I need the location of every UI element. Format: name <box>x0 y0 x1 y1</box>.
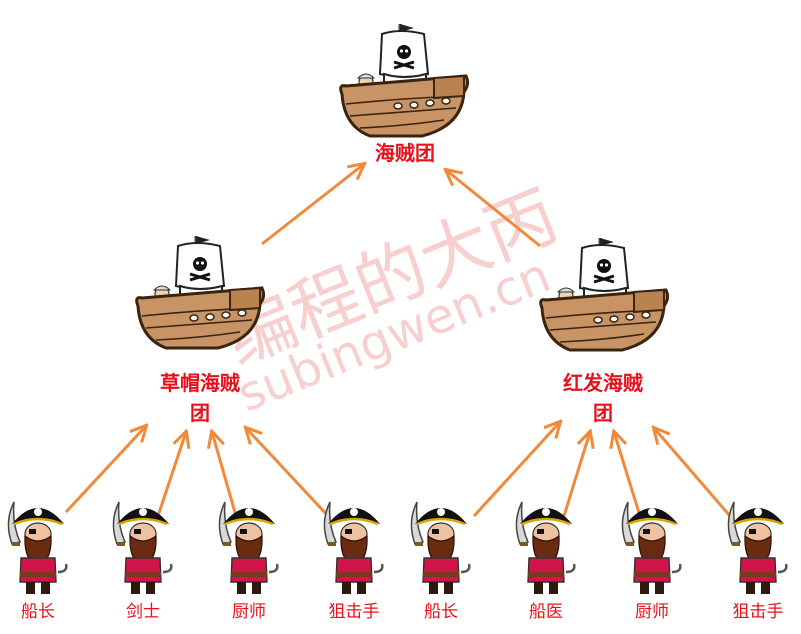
group1-label-line1: 草帽海贼 <box>160 371 240 395</box>
arrow-member6-to-group2 <box>562 432 590 517</box>
member-label-2: 剑士 <box>126 602 160 622</box>
watermark: 编程的大丙 subingwen.cn <box>213 174 568 423</box>
arrow-member3-to-group1 <box>212 432 238 517</box>
member-label-6: 船医 <box>529 602 563 622</box>
member-label-8: 狙击手 <box>732 602 784 622</box>
arrow-member5-to-group2 <box>472 422 560 518</box>
arrows-to-root <box>261 164 541 248</box>
pirate-captain-icon-2 <box>112 500 173 596</box>
root-label-text: 海贼团 <box>375 141 435 165</box>
member-label-5: 船长 <box>424 602 458 622</box>
group2-label-line2: 团 <box>593 401 613 425</box>
pirate-captain-icon-3 <box>218 500 279 596</box>
member-label-1: 船长 <box>21 602 55 622</box>
arrow-member7-to-group2 <box>614 432 642 517</box>
pirate-captain-icon-1 <box>7 500 68 596</box>
group1-label: 草帽海贼 团 <box>140 368 260 428</box>
member-label-4: 狙击手 <box>328 602 380 622</box>
arrow-group1-to-root <box>261 164 364 246</box>
arrow-group2-to-root <box>446 170 541 248</box>
group1-label-line2: 团 <box>190 401 210 425</box>
group2-label: 红发海贼 团 <box>543 368 663 428</box>
member-label-3: 厨师 <box>232 602 266 622</box>
pirate-captain-icon-5 <box>410 500 471 596</box>
member-label-7: 厨师 <box>635 602 669 622</box>
group2-label-line1: 红发海贼 <box>563 371 643 395</box>
arrow-member1-to-group1 <box>64 426 146 514</box>
pirate-captain-icon-6 <box>515 500 576 596</box>
pirate-ship-icon-group1 <box>135 234 266 350</box>
pirate-captain-icon-4 <box>323 500 384 596</box>
root-label: 海贼团 <box>350 138 460 168</box>
pirate-captain-icon-8 <box>727 500 788 596</box>
arrow-member4-to-group1 <box>246 428 332 520</box>
arrows-to-group1 <box>64 426 332 520</box>
pirate-captain-icon-7 <box>621 500 682 596</box>
pirate-ship-icon-group2 <box>539 236 670 352</box>
arrow-member8-to-group2 <box>654 428 732 517</box>
pirate-ship-icon-root <box>339 22 470 138</box>
arrow-member2-to-group1 <box>156 432 186 517</box>
arrows-to-group2 <box>472 422 732 518</box>
